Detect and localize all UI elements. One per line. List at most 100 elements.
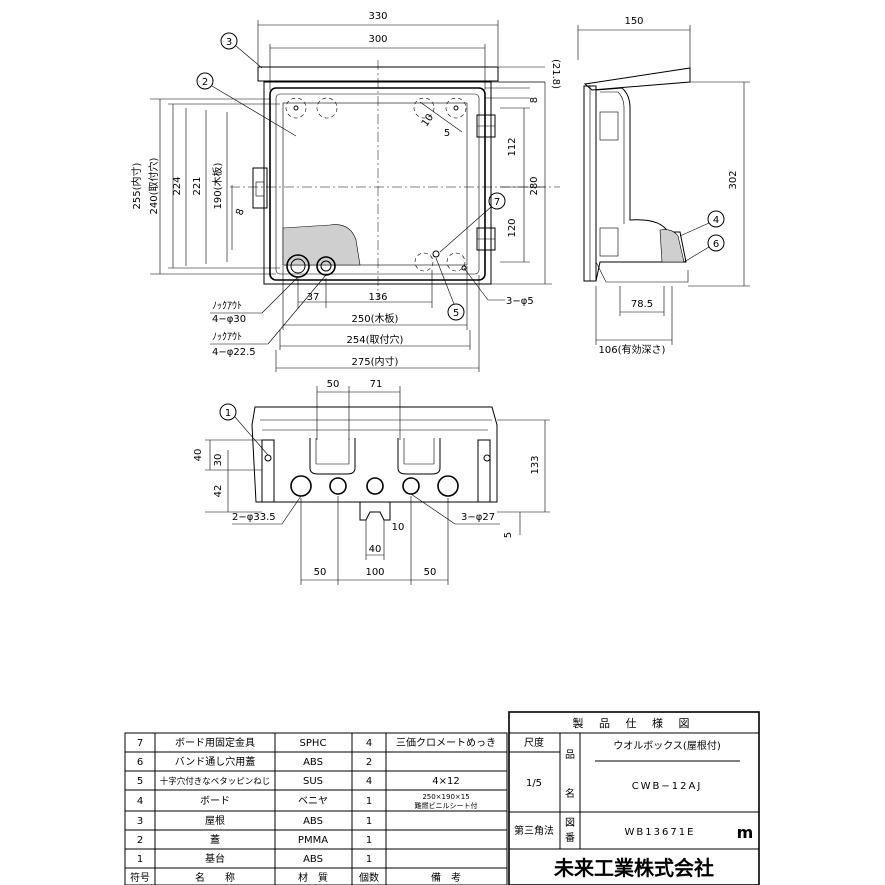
title-block: 製 品 仕 様 図 尺度 1/5 品 名 ウオルボックス(屋根付) CWB−12… — [508, 711, 760, 885]
dim-330: 330 — [368, 11, 387, 22]
cutaway-hatch — [282, 224, 361, 266]
dim-bottom-40: 40 — [193, 449, 204, 462]
company-name: 未来工業株式会社 — [554, 856, 714, 880]
marker-6 — [707, 234, 725, 252]
row7-note: 三価クロメートめっき — [396, 736, 496, 749]
header-material: 材 質 — [298, 871, 328, 884]
row4-name: ボード — [200, 795, 230, 807]
row1-name: 基台 — [205, 852, 225, 865]
front-bottom-dimensions: 37 136 250(木板) 254(取付穴) 275(内寸) ﾉｯｸｱｳﾄ 4… — [210, 266, 534, 372]
hole-33-5-right — [437, 475, 459, 497]
row6-qty: 2 — [366, 757, 372, 768]
dim-254: 254(取付穴) — [347, 333, 404, 346]
dim-bottom-50b: 50 — [424, 567, 437, 578]
dim-300: 300 — [368, 34, 387, 45]
bottom-outline — [251, 406, 498, 503]
svg-text:4: 4 — [713, 215, 719, 226]
dim-250: 250(木板) — [352, 312, 399, 325]
row3-no: 3 — [137, 816, 143, 827]
row3-name: 屋根 — [205, 814, 225, 827]
marker-7 — [488, 192, 506, 210]
hole-33-5-left — [290, 475, 312, 497]
front-part-markers: 3 2 7 5 — [196, 32, 506, 321]
row1-material: ABS — [303, 854, 323, 865]
dim-240: 240(取付穴) — [147, 157, 160, 214]
row2-name: 蓋 — [210, 834, 220, 846]
hole-27-2 — [366, 477, 384, 495]
dim-37: 37 — [307, 292, 320, 303]
board-outline — [282, 102, 468, 266]
row7-name: ボード用固定金具 — [175, 736, 255, 749]
marker-1 — [219, 403, 237, 421]
svg-text:3: 3 — [226, 37, 232, 48]
marker-4 — [707, 210, 725, 228]
header-name: 名 称 — [195, 871, 235, 884]
holes-3-phi5-label: 3−φ5 — [506, 296, 534, 307]
row5-qty: 4 — [366, 776, 372, 787]
hole-27-3 — [402, 477, 420, 495]
header-note: 備 考 — [431, 871, 461, 884]
drawing-title: 製 品 仕 様 図 — [573, 716, 696, 730]
dim-bottom-40b: 40 — [369, 544, 382, 555]
row6-material: ABS — [303, 757, 323, 768]
company-logo: m — [737, 823, 754, 842]
dim-bottom-100: 100 — [365, 567, 384, 578]
svg-text:2: 2 — [202, 77, 208, 88]
row7-qty: 4 — [366, 738, 372, 749]
row6-no: 6 — [137, 757, 143, 768]
side-view: 150 302 78.5 106(有効深さ) 4 6 — [577, 16, 750, 356]
dim-bottom-5: 5 — [503, 532, 514, 538]
row4-no: 4 — [137, 796, 143, 807]
dim-bottom-50: 50 — [327, 379, 340, 390]
dim-r10: 10 — [420, 112, 436, 129]
knockout-22-5-label: ﾉｯｸｱｳﾄ — [212, 331, 242, 343]
product-label-1: 品 — [565, 749, 575, 761]
row7-no: 7 — [137, 738, 143, 749]
dim-78-5: 78.5 — [631, 299, 653, 310]
svg-text:5: 5 — [453, 308, 459, 319]
model-number: CWB−12AJ — [632, 781, 703, 792]
row4-note2: 難燃ビニルシート付 — [415, 801, 478, 810]
row5-note: 4×12 — [432, 776, 459, 787]
front-top-dimensions: 330 300 (21.8) — [257, 11, 561, 89]
knockout-22-5-size: 4−φ22.5 — [212, 347, 256, 358]
hole-27-1 — [329, 477, 347, 495]
marker-3 — [220, 32, 238, 50]
row4-note: 250×190×15 — [422, 793, 469, 801]
bottom-view: 50 71 40 30 42 — [193, 379, 550, 585]
drawing-no-label-2: 番 — [565, 832, 575, 844]
row1-qty: 1 — [366, 854, 372, 865]
dim-106: 106(有効深さ) — [599, 343, 666, 356]
scale-label: 尺度 — [524, 736, 544, 749]
front-view — [230, 60, 560, 300]
row4-material: ベニヤ — [298, 795, 328, 807]
dim-bottom-71: 71 — [370, 379, 383, 390]
dim-bottom-50a: 50 — [314, 567, 327, 578]
dim-bottom-10: 10 — [392, 522, 405, 533]
front-right-dimensions: 8 10 5 112 120 280 — [420, 81, 552, 285]
holes-2-phi33-5-label: 2−φ33.5 — [232, 512, 276, 523]
dim-190: 190(木板) — [211, 162, 224, 209]
projection-method: 第三角法 — [514, 824, 554, 837]
dim-280: 280 — [529, 176, 540, 195]
dim-bottom-42: 42 — [213, 485, 224, 498]
dim-221: 221 — [192, 176, 203, 195]
drawing-number: WB13671E — [625, 827, 696, 838]
marker-2 — [196, 72, 214, 90]
row5-material: SUS — [303, 776, 323, 787]
row2-material: PMMA — [298, 835, 328, 846]
dim-8-left: 8 — [234, 207, 247, 217]
dim-224: 224 — [172, 176, 183, 195]
dim-5-top-right: 5 — [444, 128, 450, 139]
knockout-30-size: 4−φ30 — [212, 314, 246, 325]
product-label-2: 名 — [565, 787, 575, 800]
row1-no: 1 — [137, 854, 143, 865]
dim-112: 112 — [507, 137, 518, 156]
dim-21-8: (21.8) — [550, 59, 561, 89]
row5-no: 5 — [137, 776, 143, 787]
row3-material: ABS — [303, 816, 323, 827]
dim-bottom-30: 30 — [213, 454, 224, 467]
row6-name: バンド通し穴用蓋 — [175, 755, 256, 768]
row5-name: 十字穴付きなベタッピンねじ — [160, 776, 271, 787]
